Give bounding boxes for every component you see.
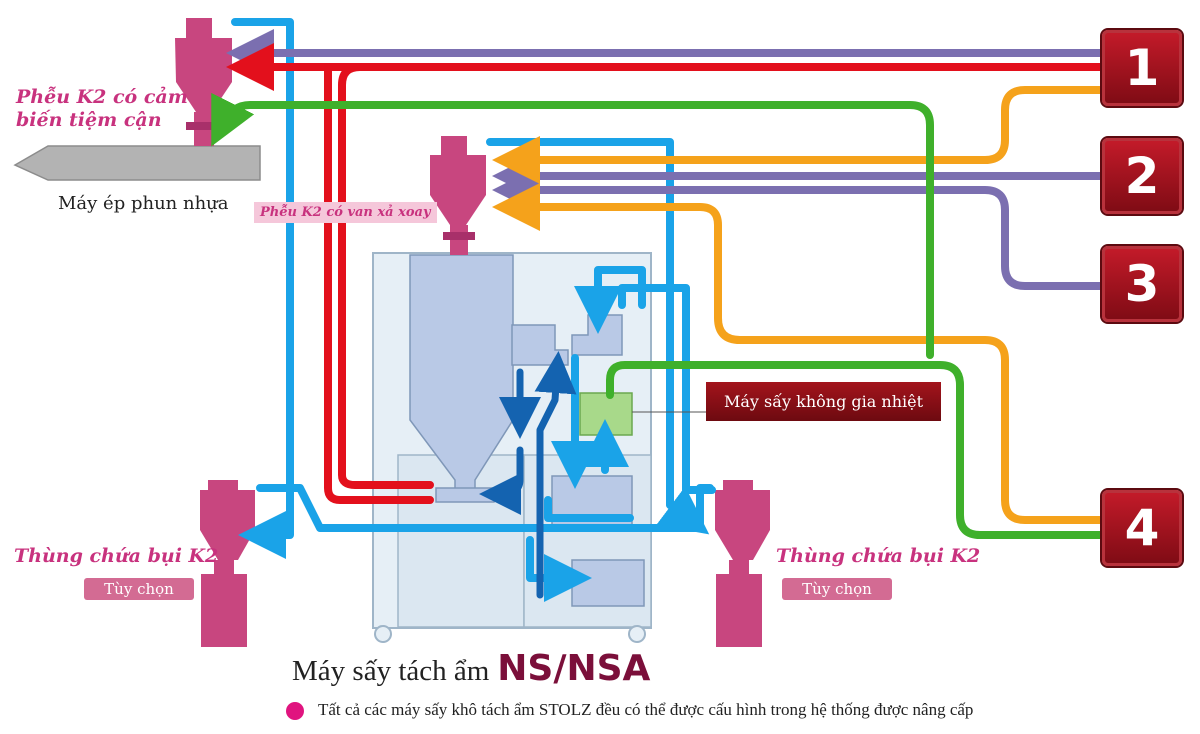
- pipes-dark-blue: [479, 351, 577, 599]
- hopper-valve: [430, 136, 486, 255]
- pipes-blue: [231, 18, 716, 602]
- pipes-red: [226, 43, 1104, 504]
- dryer-no-heat-label: Máy sấy không gia nhiệt: [706, 382, 941, 421]
- pipes-purple: [226, 29, 1104, 290]
- option-left-badge: Tùy chọn: [84, 578, 194, 600]
- dryer-no-heat-unit: [579, 392, 633, 436]
- title-main: Máy sấy tách ẩm: [292, 655, 490, 687]
- footnote: Tất cả các máy sấy khô tách ẩm STOLZ đều…: [286, 700, 974, 721]
- dryer-cabinet: [372, 252, 652, 643]
- badge-2: 2: [1102, 138, 1182, 214]
- badge-1: 1: [1102, 30, 1182, 106]
- hopper-sensor-label-line2: biến tiệm cận: [16, 109, 162, 131]
- pipes-green: [211, 92, 1104, 539]
- pipes-orange: [492, 86, 1104, 524]
- footnote-text: Tất cả các máy sấy khô tách ẩm STOLZ đều…: [318, 700, 974, 719]
- hopper-sensor-label: Phễu K2 có cảm biến tiệm cận: [16, 86, 188, 132]
- badge-4: 4: [1102, 490, 1182, 566]
- dust-bin-right: [715, 480, 770, 647]
- dust-bin-left-label: Thùng chứa bụi K2: [14, 545, 219, 567]
- title-brand: NS/NSA: [497, 648, 651, 689]
- hopper-valve-label: Phễu K2 có van xả xoay: [254, 202, 437, 223]
- injection-machine-label: Máy ép phun nhựa: [58, 193, 229, 214]
- injection-machine: [13, 145, 261, 181]
- bullet-dot-icon: [286, 702, 304, 721]
- option-right-badge: Tùy chọn: [782, 578, 892, 600]
- badge-3: 3: [1102, 246, 1182, 322]
- hopper-sensor-label-line1: Phễu K2 có cảm: [16, 86, 188, 108]
- dust-bin-right-label: Thùng chứa bụi K2: [776, 545, 981, 567]
